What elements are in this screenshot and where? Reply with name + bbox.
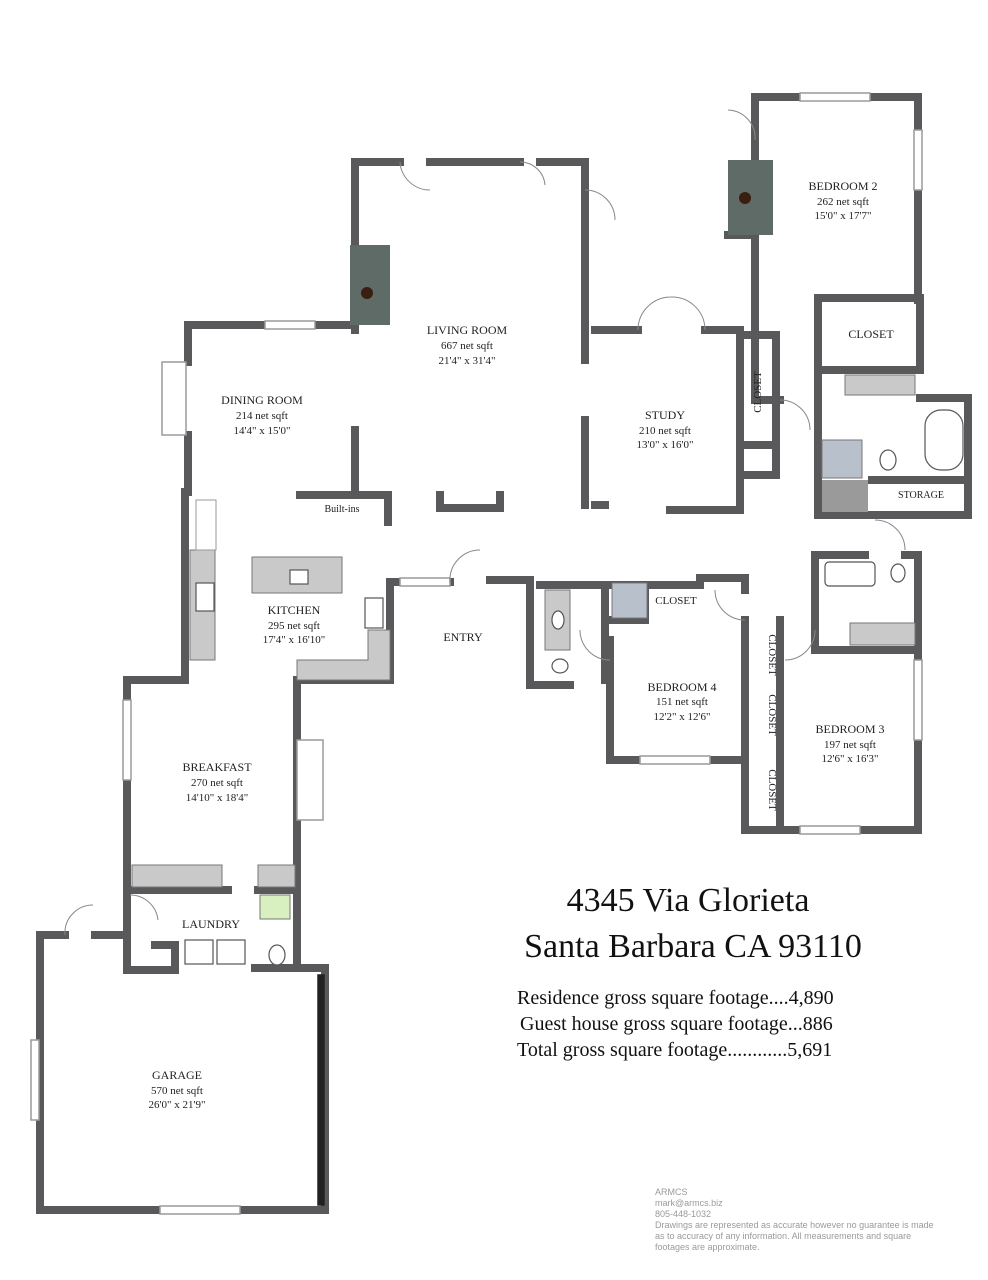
storage-label: STORAGE <box>898 490 944 501</box>
footer: ARMCS mark@armcs.biz 805-448-1032 Drawin… <box>655 1187 934 1252</box>
fixtures <box>131 160 964 966</box>
room-area: 210 net sqft <box>639 425 691 437</box>
room-area: 295 net sqft <box>268 620 320 632</box>
closet-label: CLOSET <box>848 327 894 341</box>
room-dims: 14'10" x 18'4" <box>186 792 248 804</box>
closet-label: CLOSET <box>752 371 764 413</box>
room-dims: 17'4" x 16'10" <box>263 634 325 646</box>
walls <box>36 93 972 1214</box>
dryer-icon <box>216 939 246 965</box>
closet-label: CLOSET <box>655 595 697 607</box>
footer-email: mark@armcs.biz <box>655 1198 723 1208</box>
room-area: 270 net sqft <box>191 777 243 789</box>
stairs <box>822 480 868 512</box>
room-name: BEDROOM 3 <box>815 722 884 736</box>
room-area: 667 net sqft <box>441 340 493 352</box>
washer-icon <box>184 939 214 965</box>
room-dims: 14'4" x 15'0" <box>234 425 291 437</box>
room-area: 214 net sqft <box>236 410 288 422</box>
room-name: DINING ROOM <box>221 393 303 407</box>
room-name: GARAGE <box>152 1068 202 1082</box>
room-dims: 21'4" x 31'4" <box>439 355 496 367</box>
room-name: BREAKFAST <box>182 760 252 774</box>
stove-icon <box>364 597 384 629</box>
room-area: 262 net sqft <box>817 196 869 208</box>
closet-label: CLOSET <box>766 634 778 676</box>
windows <box>30 92 923 1215</box>
room-name: LIVING ROOM <box>427 323 508 337</box>
closet-label: CLOSET <box>766 769 778 811</box>
room-name: BEDROOM 4 <box>647 680 716 694</box>
footer-disclaimer: as to accuracy of any information. All m… <box>655 1231 911 1241</box>
room-area: 570 net sqft <box>151 1085 203 1097</box>
room-labels: BEDROOM 2 262 net sqft 15'0" x 17'7" CLO… <box>149 179 944 1111</box>
footer-disclaimer: footages are approximate. <box>655 1242 760 1252</box>
address-line2: Santa Barbara CA 93110 <box>524 928 862 965</box>
room-dims: 26'0" x 21'9" <box>149 1099 206 1111</box>
room-area: 197 net sqft <box>824 739 876 751</box>
room-dims: 12'6" x 16'3" <box>822 753 879 765</box>
footer-phone: 805-448-1032 <box>655 1209 711 1219</box>
address-block: 4345 Via Glorieta Santa Barbara CA 93110… <box>517 882 862 1061</box>
room-dims: 13'0" x 16'0" <box>637 439 694 451</box>
room-name: KITCHEN <box>268 603 321 617</box>
footer-company: ARMCS <box>655 1187 688 1197</box>
shower-icon <box>821 439 863 479</box>
fireplace-icon <box>350 245 390 325</box>
entry-label: ENTRY <box>443 630 483 644</box>
bathtub-icon <box>824 561 876 587</box>
stat-guest-house: Guest house gross square footage...886 <box>520 1013 833 1035</box>
closet-label: CLOSET <box>766 694 778 736</box>
stat-residence: Residence gross square footage....4,890 <box>517 987 834 1009</box>
room-dims: 15'0" x 17'7" <box>815 210 872 222</box>
toilet-icon <box>879 449 897 471</box>
stat-total: Total gross square footage............5,… <box>517 1039 832 1061</box>
room-name: BEDROOM 2 <box>808 179 877 193</box>
shower-icon <box>611 582 648 619</box>
footer-disclaimer: Drawings are represented as accurate how… <box>655 1220 934 1230</box>
laundry-label: LAUNDRY <box>182 917 240 931</box>
doors <box>64 109 906 936</box>
room-area: 151 net sqft <box>656 696 708 708</box>
room-name: STUDY <box>645 408 685 422</box>
builtins-label: Built-ins <box>324 504 359 515</box>
address-line1: 4345 Via Glorieta <box>567 882 810 919</box>
room-dims: 12'2" x 12'6" <box>654 711 711 723</box>
bathtub-icon <box>924 409 964 471</box>
